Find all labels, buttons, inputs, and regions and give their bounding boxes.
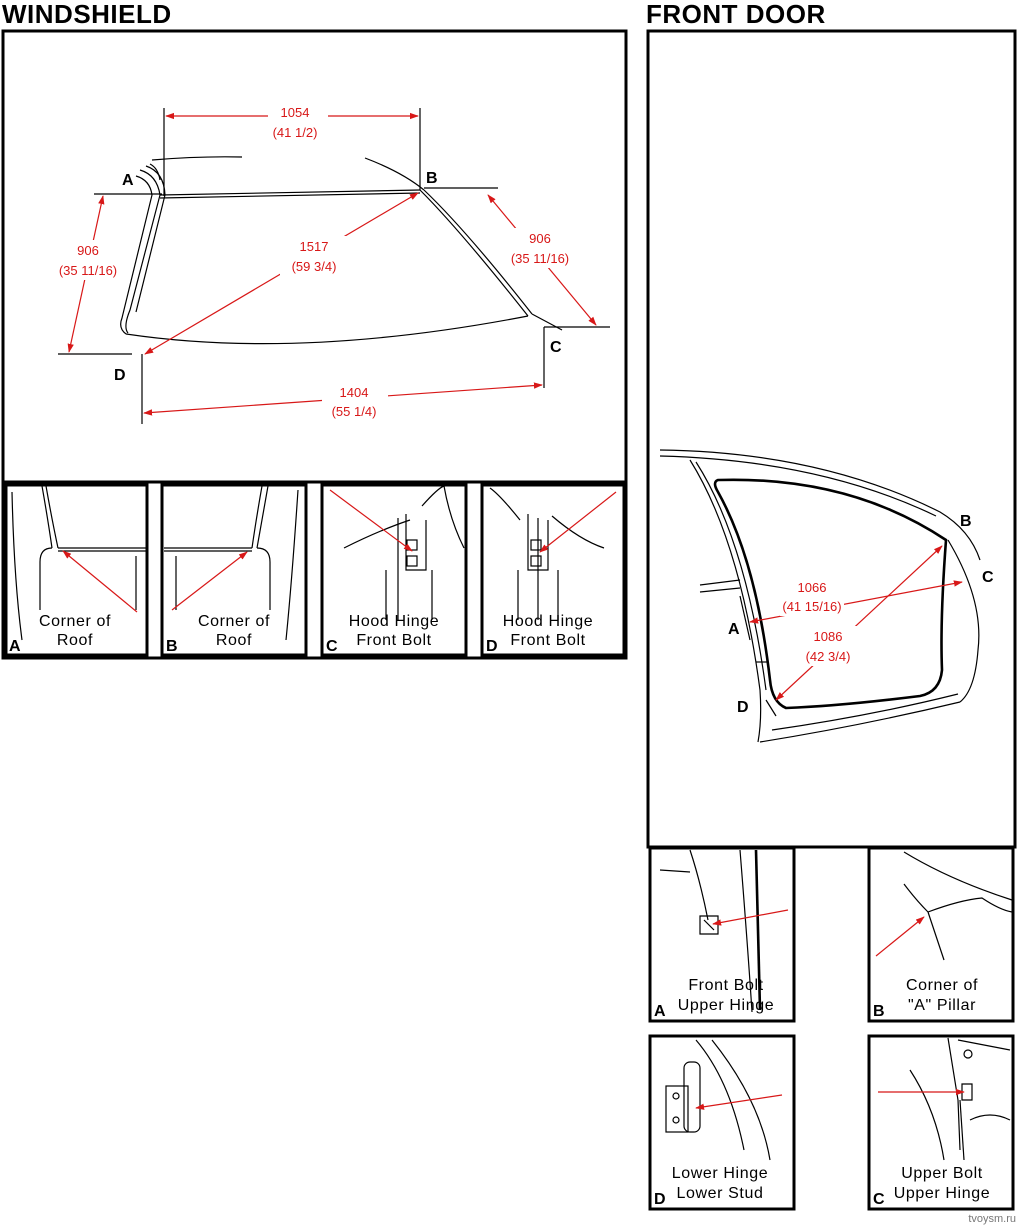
- ws-dim-bottom-mm: 1404: [340, 385, 369, 400]
- fd-point-b: B: [960, 513, 972, 530]
- ws-dim-diagonal-mm: 1517: [300, 239, 329, 254]
- fd-detail-c-caption-2: Upper Hinge: [894, 1185, 990, 1202]
- ws-detail-d: [480, 483, 626, 657]
- ws-detail-d-caption-2: Front Bolt: [510, 632, 585, 649]
- fd-dim-ac-mm: 1066: [798, 580, 827, 595]
- ws-detail-a-caption-1: Corner of: [39, 613, 111, 630]
- front-door-title: FRONT DOOR: [646, 0, 826, 29]
- fd-detail-c-caption-1: Upper Bolt: [901, 1165, 983, 1182]
- fd-detail-b: [867, 846, 1015, 1023]
- fd-point-d: D: [737, 699, 749, 716]
- ws-dim-left-in: (35 11/16): [59, 263, 117, 278]
- ws-dim-top-mm: 1054: [281, 105, 310, 120]
- fd-detail-b-letter: B: [873, 1003, 885, 1020]
- fd-detail-d-caption-1: Lower Hinge: [672, 1165, 768, 1182]
- fd-detail-a-caption-1: Front Bolt: [688, 977, 763, 994]
- ws-detail-b-letter: B: [166, 638, 178, 655]
- front-door-dimension-lines: [749, 545, 963, 701]
- fd-detail-b-caption-2: "A" Pillar: [908, 997, 976, 1014]
- ws-dim-right-in: (35 11/16): [511, 251, 569, 266]
- ws-point-b: B: [426, 170, 438, 187]
- ws-point-a: A: [122, 172, 134, 189]
- fd-dim-db-mm: 1086: [814, 629, 843, 644]
- ws-dim-top-in: (41 1/2): [273, 125, 318, 140]
- windshield-detail-strip: [1, 480, 628, 660]
- fd-detail-d: [648, 1034, 796, 1211]
- ws-detail-a: [4, 483, 149, 657]
- ws-dim-right-mm: 906: [529, 231, 551, 246]
- ws-detail-a-letter: A: [9, 638, 21, 655]
- ws-detail-c-caption-1: Hood Hinge: [349, 613, 440, 630]
- front-door-main-frame: [646, 29, 1017, 849]
- fd-detail-c-letter: C: [873, 1191, 885, 1208]
- ws-detail-d-caption-1: Hood Hinge: [503, 613, 594, 630]
- ws-detail-a-caption-2: Roof: [57, 632, 93, 649]
- windshield-title: WINDSHIELD: [2, 0, 172, 29]
- fd-detail-a-letter: A: [654, 1003, 666, 1020]
- ws-detail-b: [160, 483, 308, 657]
- ws-dim-diagonal-in: (59 3/4): [292, 259, 337, 274]
- ws-point-d: D: [114, 367, 126, 384]
- front-door-drawing: [659, 449, 981, 743]
- fd-detail-a: [648, 846, 796, 1023]
- ws-point-c: C: [550, 339, 562, 356]
- fd-detail-d-caption-2: Lower Stud: [677, 1185, 764, 1202]
- fd-detail-d-letter: D: [654, 1191, 666, 1208]
- ws-dim-bottom-in: (55 1/4): [332, 404, 377, 419]
- fd-detail-c: [867, 1034, 1015, 1211]
- ws-detail-b-caption-2: Roof: [216, 632, 252, 649]
- fd-detail-a-caption-2: Upper Hinge: [678, 997, 774, 1014]
- ws-detail-c: [320, 483, 468, 657]
- fd-detail-b-caption-1: Corner of: [906, 977, 978, 994]
- ws-dim-left-mm: 906: [77, 243, 99, 258]
- fd-dim-db-in: (42 3/4): [806, 649, 851, 664]
- ws-detail-b-caption-1: Corner of: [198, 613, 270, 630]
- ws-detail-c-caption-2: Front Bolt: [356, 632, 431, 649]
- fd-point-c: C: [982, 569, 994, 586]
- fd-point-a: A: [728, 621, 740, 638]
- fd-dim-ac-in: (41 15/16): [782, 599, 841, 614]
- ws-detail-d-letter: D: [486, 638, 498, 655]
- ws-detail-c-letter: C: [326, 638, 338, 655]
- watermark-text: tvoysm.ru: [968, 1213, 1016, 1225]
